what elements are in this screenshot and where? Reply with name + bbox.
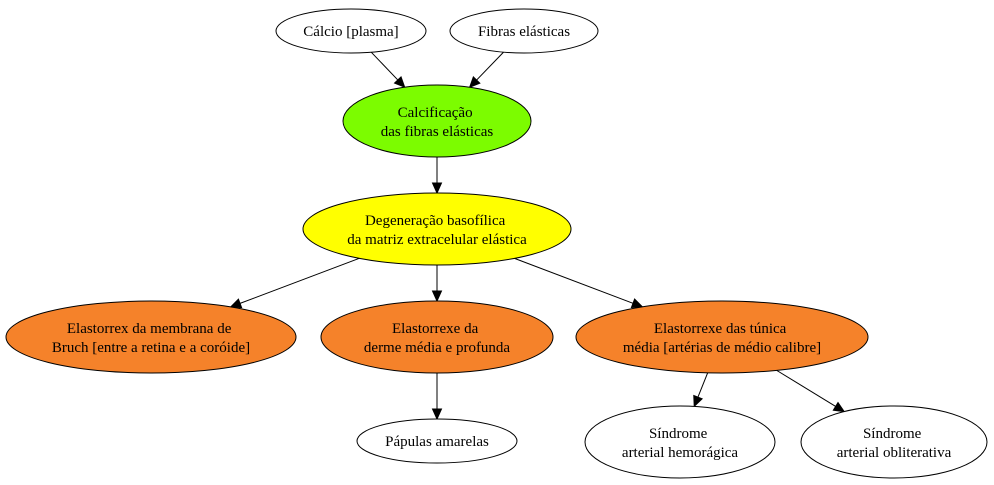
node-fibras-label: Fibras elásticas xyxy=(478,24,570,40)
edge-tunica-to-obliterativa xyxy=(776,369,836,407)
node-calcio: Cálcio [plasma] xyxy=(275,8,427,54)
node-degeneracao-label-line2: da matriz extracelular elástica xyxy=(347,232,527,248)
node-bruch-label-line1: Elastorrex da membrana de xyxy=(67,321,232,337)
arrowhead-fibras-to-calcificacao xyxy=(468,76,481,89)
svg-text:Fibras elásticas: Fibras elásticas xyxy=(478,24,570,40)
node-tunica-label-line1: Elastorrexe das túnica xyxy=(654,321,787,337)
arrowhead-tunica-to-obliterativa xyxy=(832,401,846,413)
node-papulas: Pápulas amarelas xyxy=(356,418,518,464)
node-calcificacao-label-line2: das fibras elásticas xyxy=(381,124,494,140)
arrowhead-derme-to-papulas xyxy=(431,408,443,421)
arrowhead-calcio-to-calcificacao xyxy=(393,75,406,89)
node-fibras: Fibras elásticas xyxy=(449,8,599,54)
arrowhead-tunica-to-hemorragica xyxy=(693,394,704,408)
node-calcio-shape xyxy=(275,8,427,54)
node-papulas-shape xyxy=(356,418,518,464)
edges-layer xyxy=(229,51,846,421)
node-hemorragica-shape xyxy=(584,405,776,479)
arrowhead-degeneracao-to-tunica xyxy=(630,298,644,309)
node-degeneracao: Degeneração basofílica da matriz extrace… xyxy=(302,192,572,266)
node-calcificacao-shape xyxy=(342,84,532,158)
svg-text:Elastorrexe das túnica: Elastorrexe das túnica média [artérias d… xyxy=(623,321,821,356)
svg-text:Degeneração basofílica: Degeneração basofílica da matriz extrace… xyxy=(347,213,527,248)
arrowhead-degeneracao-to-bruch xyxy=(229,298,243,309)
svg-text:Cálcio [plasma]: Cálcio [plasma] xyxy=(303,24,398,40)
node-hemorragica-label-line2: arterial hemorágica xyxy=(622,445,739,461)
edge-fibras-to-calcificacao xyxy=(476,51,504,81)
node-tunica-label-line2: média [artérias de médio calibre] xyxy=(623,340,821,356)
node-derme-label-line1: Elastorrexe da xyxy=(392,321,479,337)
node-hemorragica: Síndrome arterial hemorágica xyxy=(584,405,776,479)
edge-calcio-to-calcificacao xyxy=(370,51,399,81)
edge-degeneracao-to-tunica xyxy=(514,257,634,304)
node-calcificacao-label-line1: Calcificação xyxy=(398,105,473,121)
nodes-layer: Cálcio [plasma] Fibras elásticas Calcifi… xyxy=(5,8,988,479)
node-obliterativa-label-line2: arterial obliterativa xyxy=(837,445,952,461)
node-degeneracao-shape xyxy=(302,192,572,266)
arrowhead-calcificacao-to-degeneracao xyxy=(431,182,443,195)
node-tunica-shape xyxy=(575,300,869,374)
edge-degeneracao-to-bruch xyxy=(239,257,360,304)
node-obliterativa-shape xyxy=(800,405,988,479)
node-obliterativa: Síndrome arterial obliterativa xyxy=(800,405,988,479)
arrowhead-degeneracao-to-derme xyxy=(431,290,443,303)
svg-text:Elastorrex da membrana de: Elastorrex da membrana de Bruch [entre a… xyxy=(52,321,250,356)
edge-tunica-to-hemorragica xyxy=(697,372,709,398)
svg-text:Elastorrexe da derme m: Elastorrexe da derme média e profunda xyxy=(364,321,511,356)
node-papulas-label: Pápulas amarelas xyxy=(385,434,489,450)
node-calcificacao: Calcificação das fibras elásticas xyxy=(342,84,532,158)
node-derme-shape xyxy=(320,300,554,374)
node-hemorragica-label-line1: Síndrome xyxy=(649,426,708,442)
node-bruch: Elastorrex da membrana de Bruch [entre a… xyxy=(5,300,297,374)
node-derme-label-line2: derme média e profunda xyxy=(364,340,511,356)
node-derme: Elastorrexe da derme média e profunda xyxy=(320,300,554,374)
node-tunica: Elastorrexe das túnica média [artérias d… xyxy=(575,300,869,374)
svg-text:Síndrome arterial obli: Síndrome arterial obliterativa xyxy=(837,426,952,461)
svg-text:Calcificação das fibra: Calcificação das fibras elásticas xyxy=(381,105,494,140)
node-bruch-label-line2: Bruch [entre a retina e a coróide] xyxy=(52,340,250,356)
node-calcio-label: Cálcio [plasma] xyxy=(303,24,398,40)
svg-text:Pápulas amarelas: Pápulas amarelas xyxy=(385,434,489,450)
node-bruch-shape xyxy=(5,300,297,374)
node-obliterativa-label-line1: Síndrome xyxy=(863,426,922,442)
node-degeneracao-label-line1: Degeneração basofílica xyxy=(365,213,506,229)
svg-text:Síndrome arterial hemo: Síndrome arterial hemorágica xyxy=(622,426,739,461)
node-fibras-shape xyxy=(449,8,599,54)
